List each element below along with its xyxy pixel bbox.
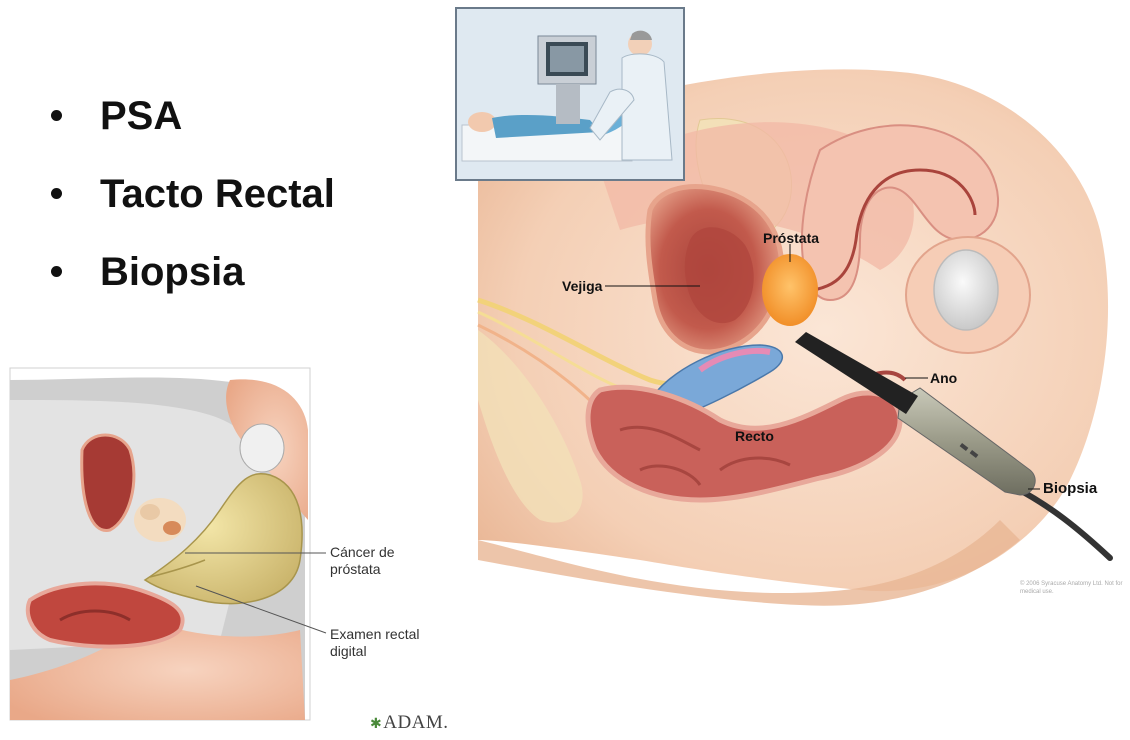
copyright-note: © 2006 Syracuse Anatomy Ltd. Not for med…: [1020, 580, 1128, 596]
label-recto: Recto: [735, 428, 774, 444]
adam-logo: ✱ADAM.: [370, 712, 449, 734]
label-exam-line-2: digital: [330, 643, 419, 660]
adam-logo-text: ADAM.: [383, 712, 448, 733]
adam-star-icon: ✱: [370, 717, 382, 732]
label-biopsia: Biopsia: [1043, 480, 1097, 497]
label-ano: Ano: [930, 370, 957, 386]
label-examen-rectal-digital: Examen rectal digital: [330, 626, 419, 660]
label-prostata: Próstata: [763, 230, 819, 246]
label-vejiga: Vejiga: [562, 278, 602, 294]
label-cancer-de-prostata: Cáncer de próstata: [330, 544, 395, 578]
label-cancer-line-1: Cáncer de: [330, 544, 395, 561]
label-cancer-line-2: próstata: [330, 561, 395, 578]
label-exam-line-1: Examen rectal: [330, 626, 419, 643]
